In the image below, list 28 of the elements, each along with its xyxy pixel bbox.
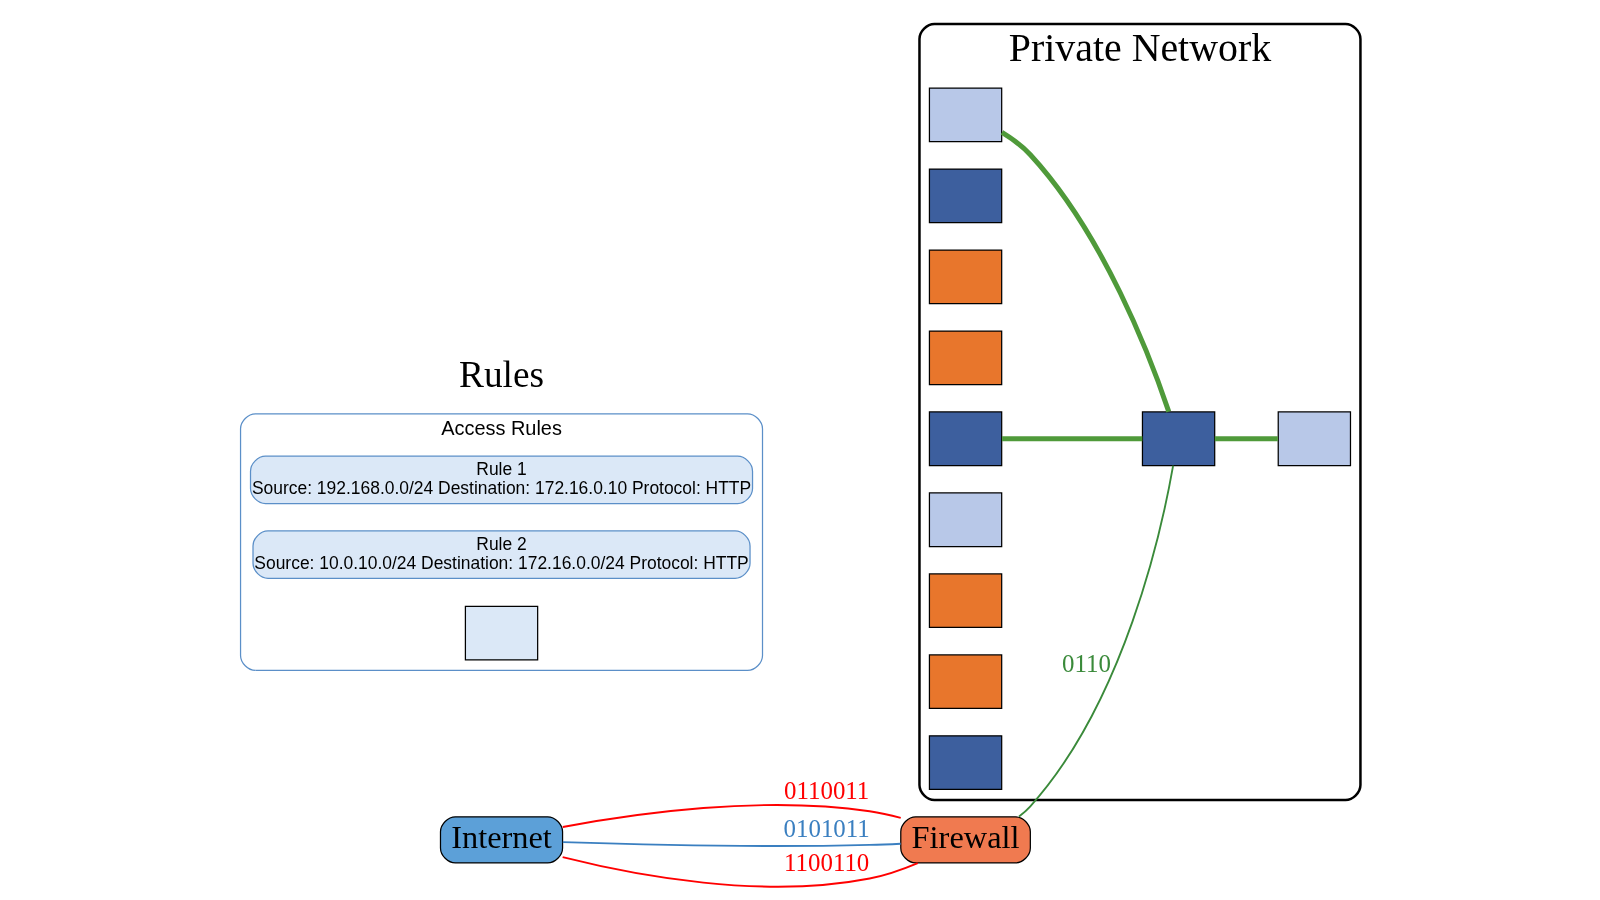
connector: [1000, 129, 1171, 412]
connector: [561, 840, 902, 847]
connector: [1214, 435, 1278, 441]
node-box: Rule 2 Source: 10.0.10.0/24 Destination: 172.16.0.0/24 Protocol: HTTP: [251, 529, 751, 579]
node-box: [928, 248, 1002, 304]
node-box: Internet: [439, 815, 563, 864]
label: Rules: [458, 353, 544, 395]
edge-label: 0101011: [783, 814, 870, 842]
connector: [1017, 464, 1174, 817]
edge-label: 1100110: [783, 848, 869, 876]
edge-label: 0110011: [783, 776, 869, 804]
connector: [1001, 435, 1142, 441]
node-box: Firewall: [899, 815, 1031, 864]
node-box: [928, 410, 1002, 466]
node-box: [928, 329, 1002, 385]
node-box: [928, 86, 1002, 142]
node-box: [1141, 410, 1215, 466]
connector: [561, 855, 919, 888]
node-box: [928, 491, 1002, 547]
node-box: [1277, 410, 1351, 466]
edge-label: 0110: [1061, 649, 1111, 677]
node-box: [464, 605, 538, 660]
node-box: [928, 734, 1002, 790]
node-box: [928, 653, 1002, 709]
connector: [561, 803, 902, 828]
node-box: [928, 572, 1002, 628]
node-box: Rule 1 Source: 192.168.0.0/24 Destination: 172.16.0.10 Protocol: HTTP: [249, 455, 753, 504]
node-box: [928, 167, 1002, 223]
